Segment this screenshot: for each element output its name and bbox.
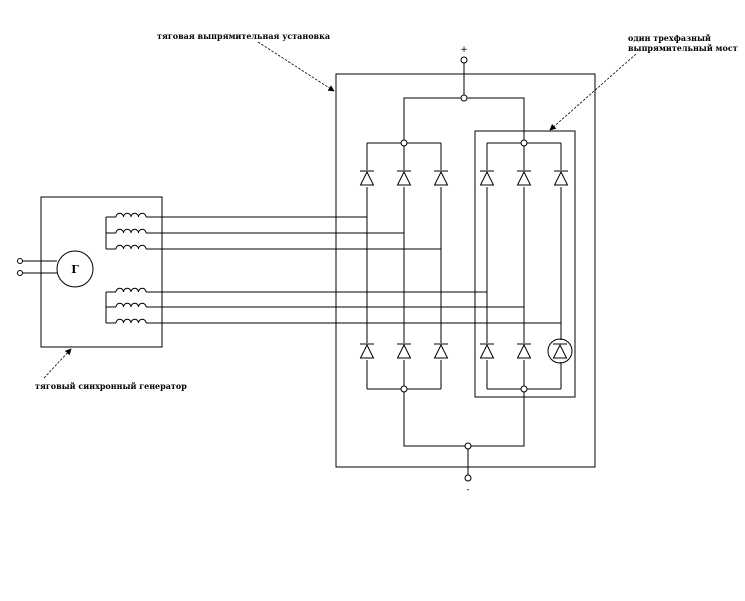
winding-coil <box>106 228 147 234</box>
junction-node <box>520 139 528 147</box>
diode-icon <box>396 343 412 359</box>
minus-terminal <box>464 474 472 482</box>
diode-icon <box>479 170 495 186</box>
winding-coil <box>106 212 147 218</box>
diode-icon <box>516 343 532 359</box>
plus-terminal-label: + <box>460 45 468 55</box>
wiring <box>146 62 562 476</box>
generator-symbol-letter: Г <box>71 263 79 276</box>
bridge-label-line2: выпрямительный мост <box>628 43 738 53</box>
junction-node <box>464 442 472 450</box>
minus-terminal-label: - <box>466 485 469 495</box>
winding-coil <box>106 244 147 250</box>
junction-node <box>460 94 468 102</box>
plus-terminal <box>460 56 468 64</box>
generator-frame <box>40 196 163 348</box>
generator-block: Г <box>17 196 163 348</box>
generator-pointer-arrow <box>43 348 72 379</box>
diode-icon <box>433 170 449 186</box>
diode-icon <box>516 170 532 186</box>
symbols-layer <box>106 56 573 482</box>
junction-node <box>400 385 408 393</box>
circled-diode-icon <box>547 338 573 364</box>
diode-icon <box>359 170 375 186</box>
generator-terminal-2 <box>17 270 23 276</box>
winding-coil <box>106 302 147 308</box>
junction-node <box>400 139 408 147</box>
diode-icon <box>479 343 495 359</box>
junction-node <box>520 385 528 393</box>
bridge-frame <box>474 130 576 398</box>
rectifier-unit-pointer-arrow <box>257 41 335 92</box>
rectifier-unit-frame <box>335 73 596 468</box>
winding-coil <box>106 318 147 324</box>
rectifier-unit-label: тяговая выпрямительная установка <box>157 31 330 41</box>
winding-coil <box>106 287 147 293</box>
bridge-pointer-arrow <box>549 53 637 131</box>
generator-label: тяговый синхронный генератор <box>35 381 187 391</box>
diode-icon <box>359 343 375 359</box>
diode-icon <box>433 343 449 359</box>
diode-icon <box>396 170 412 186</box>
diode-icon <box>553 170 569 186</box>
generator-terminal-1 <box>17 258 23 264</box>
bridge-label-line1: один трехфазный <box>628 33 711 43</box>
generator-symbol <box>56 250 94 288</box>
